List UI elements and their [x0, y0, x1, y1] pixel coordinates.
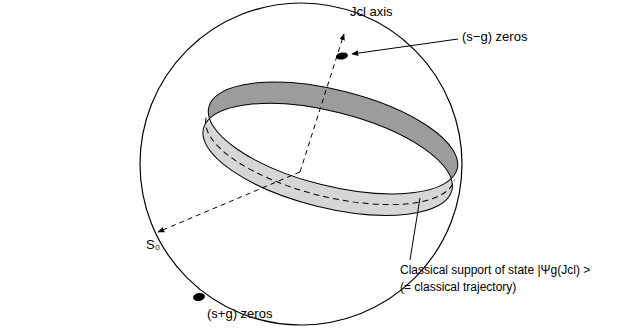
- zeros-label: (s−g) zeros: [462, 30, 527, 45]
- zeros-dot: [192, 292, 205, 302]
- zeros-dot: [335, 52, 348, 61]
- leader-line: [352, 39, 458, 54]
- zeros-label: (s+g) zeros: [207, 307, 272, 322]
- leader-line: [410, 198, 420, 260]
- axis-label: Jcl axis: [350, 5, 393, 20]
- band-label: Classical support of state |Ψg(Jcl) >: [400, 264, 590, 278]
- s0-axis: [158, 172, 300, 232]
- axis-label: S₀: [146, 238, 160, 253]
- band-label: (= classical trajectory): [400, 281, 516, 295]
- trajectory-band: [192, 60, 469, 236]
